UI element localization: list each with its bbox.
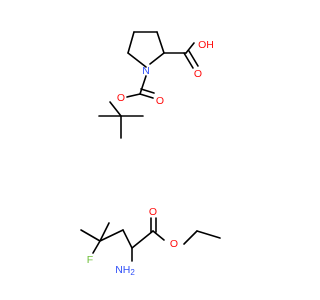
atom-oh: OH xyxy=(198,39,214,51)
c1-o-bond xyxy=(152,230,165,241)
ring-bond xyxy=(156,31,165,54)
nh-label: NH xyxy=(115,264,130,276)
ring-bond xyxy=(127,52,147,68)
atom-f: F xyxy=(87,254,93,266)
carbonyl-double-bond xyxy=(139,93,154,99)
acid-c-o-double xyxy=(188,50,199,67)
atom-o-carbonyl: O xyxy=(156,95,164,107)
o-tbutyl-bond xyxy=(109,101,122,117)
atom-o-ester: O xyxy=(170,238,178,250)
nh2-subscript: 2 xyxy=(130,268,135,277)
atom-o-carbonyl: O xyxy=(149,206,157,218)
atom-o-ester: O xyxy=(117,92,125,104)
structure-drawing: N O O OH O F NH2 O O xyxy=(80,31,221,277)
atom-o-acid: O xyxy=(194,68,202,80)
ethyl-bond xyxy=(196,230,221,239)
acid-c-oh-bond xyxy=(185,42,195,54)
c4-methyl-bond xyxy=(80,229,101,242)
atom-n: N xyxy=(142,65,150,77)
carbonyl-double-bond xyxy=(140,88,155,94)
ring-bond xyxy=(149,52,165,65)
c4-f-bond xyxy=(92,240,101,254)
atom-nh2: NH2 xyxy=(115,264,135,277)
c4-methyl-bond xyxy=(99,222,110,242)
n-carbonyl-bond xyxy=(139,75,147,95)
amino-ester-molecule: F NH2 O O xyxy=(80,206,221,277)
boc-proline-molecule: N O O OH O xyxy=(98,31,214,139)
c4-c3-bond xyxy=(99,229,124,242)
c2-c1-bond xyxy=(131,230,154,249)
chemical-structure-canvas: N O O OH O F NH2 O O xyxy=(80,31,221,277)
carbonyl-o-ester-bond xyxy=(126,93,141,98)
ring-bond xyxy=(127,31,135,54)
o-ethyl-bond xyxy=(183,230,198,245)
c3-c2-bond xyxy=(122,229,133,249)
acid-c-o-double xyxy=(183,52,194,69)
